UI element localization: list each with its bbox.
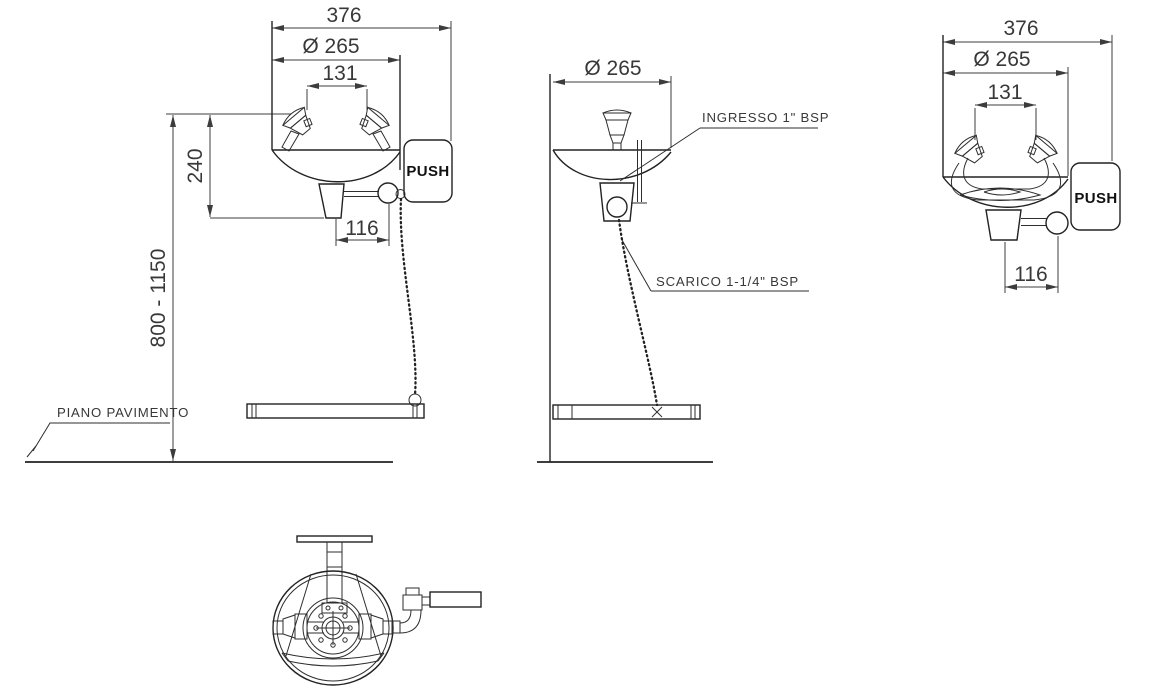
front-view: 376 Ø 265 131 240 800 - 1150 [25,4,453,463]
dim-nozzle-to-valve: 240 [184,148,207,183]
floor-leader [32,422,170,452]
support-braces [281,573,385,667]
valve-ball-piped [1045,211,1069,235]
dim-nozzle-spacing-piped: 131 [987,81,1022,104]
dim-valve-offset: 116 [345,217,378,240]
wall-flange [296,535,373,543]
dim-floor-height: 800 - 1150 [147,249,170,348]
valve-ball [377,182,399,204]
dim-overall-width-piped: 376 [1003,17,1038,40]
spray-head-right [359,106,391,136]
bowl-front [271,21,401,183]
pedestal-side [599,182,635,222]
spray-head-side [602,109,632,151]
inlet-label: INGRESSO 1" BSP [702,110,829,125]
dim-overall-width: 376 [326,4,361,27]
drain-perforations [313,613,353,648]
foot-pedal [246,403,425,419]
spray-head-right-stem [372,130,391,152]
push-plate [403,139,453,203]
pull-chain [399,197,417,397]
spray-head-left-piped [953,134,985,164]
piped-front-view: 376 Ø 265 131 [942,17,1121,293]
valve-assembly-plan [391,587,482,634]
dim-bowl-diameter-piped: Ø 265 [973,48,1030,71]
pull-chain-side [617,218,659,407]
pipe-loop [950,157,1062,201]
supply-pipe [631,140,647,204]
push-plate-piped [1070,162,1121,231]
dim-bowl-diameter: Ø 265 [302,35,359,58]
pedestal-front [318,183,345,219]
spray-head-right-piped [1027,134,1059,164]
drain-circle [606,196,628,218]
side-view: Ø 265 INGRESSO 1" BSP SCARICO 1-1/4" [537,57,829,463]
bowl-side [552,149,672,181]
inlet-leader [619,127,701,182]
foot-pedal-side [552,404,701,420]
floor-label: PIANO PAVIMENTO [57,405,189,420]
spray-head-left [281,106,313,136]
center-hub [316,611,350,645]
push-plate-label: PUSH [406,163,449,180]
drain-leader [621,239,652,292]
dim-valve-offset-piped: 116 [1014,263,1047,286]
plan-view [272,535,482,686]
chain-knob [408,393,422,407]
dim-nozzle-spacing: 131 [322,62,357,85]
mounting-stem [321,542,348,614]
spray-arm [272,613,394,640]
valve-handle [429,591,482,608]
pedestal-piped [985,209,1022,241]
spray-head-left-stem [281,130,300,152]
dim-bowl-diameter-side: Ø 265 [584,57,641,80]
push-plate-piped-label: PUSH [1074,190,1117,207]
drain-label: SCARICO 1-1/4" BSP [656,274,799,289]
